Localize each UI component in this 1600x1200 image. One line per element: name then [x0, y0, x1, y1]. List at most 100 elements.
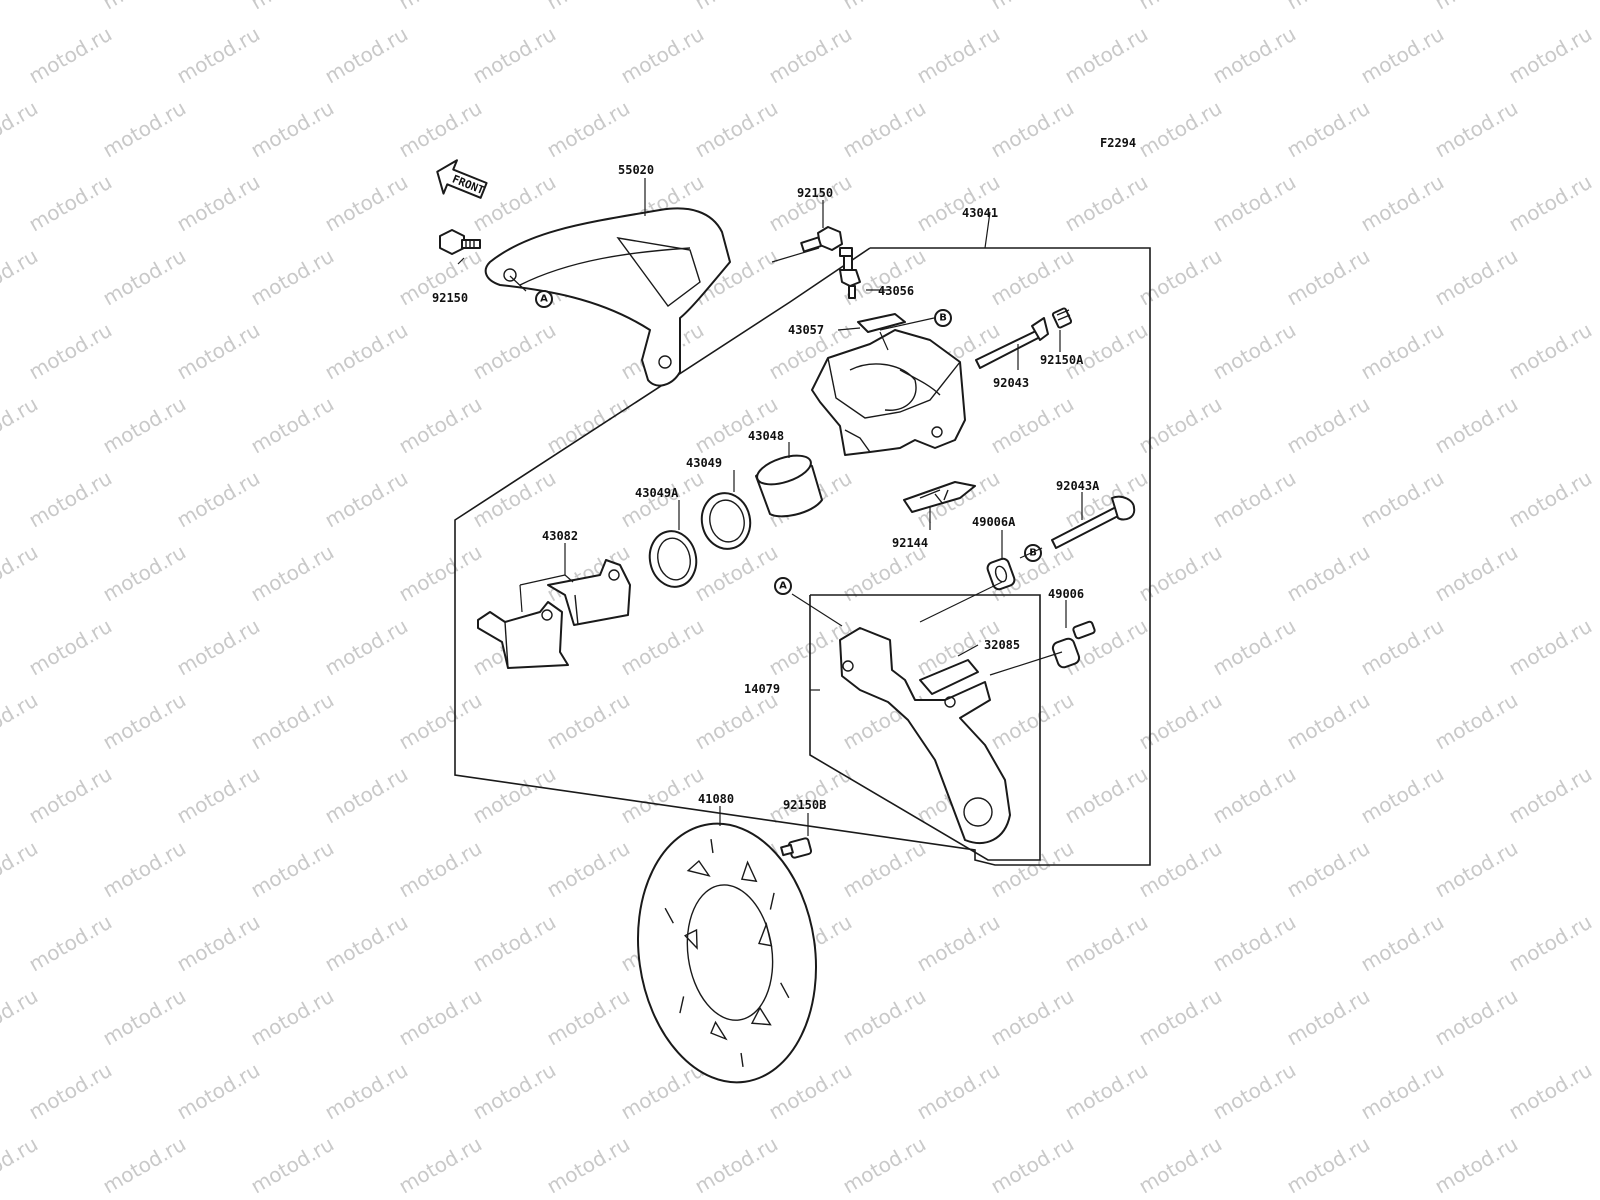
watermark-text: motod.ru	[173, 22, 264, 89]
watermark-text: motod.ru	[1283, 96, 1374, 163]
watermark-text: motod.ru	[1061, 762, 1152, 829]
watermark-text: motod.ru	[469, 762, 560, 829]
label-43057: 43057	[788, 323, 824, 337]
watermark-text: motod.ru	[1431, 984, 1522, 1051]
watermark-text: motod.ru	[25, 614, 116, 681]
watermark-text: motod.ru	[1505, 466, 1596, 533]
label-43049A: 43049A	[635, 486, 679, 500]
watermark-text: motod.ru	[173, 1058, 264, 1125]
watermark-text: motod.ru	[1357, 170, 1448, 237]
watermark-text: motod.ru	[1283, 392, 1374, 459]
watermark-text: motod.ru	[99, 0, 190, 14]
watermark-text: motod.ru	[1431, 244, 1522, 311]
watermark-text: motod.ru	[173, 614, 264, 681]
watermark-text: motod.ru	[1283, 688, 1374, 755]
watermark-text: motod.ru	[1431, 540, 1522, 607]
watermark-text: motod.ru	[99, 984, 190, 1051]
watermark-text: motod.ru	[1357, 318, 1448, 385]
watermark-text: motod.ru	[987, 688, 1078, 755]
label-41080: 41080	[698, 792, 734, 806]
watermark-text: motod.ru	[543, 0, 634, 14]
watermark-text: motod.ru	[543, 96, 634, 163]
watermark-text: motod.ru	[543, 984, 634, 1051]
watermark-text: motod.ru	[839, 836, 930, 903]
watermark-text: motod.ru	[913, 910, 1004, 977]
watermark-text: motod.ru	[1209, 22, 1300, 89]
watermark-text: motod.ru	[765, 22, 856, 89]
watermark-text: motod.ru	[321, 614, 412, 681]
watermark-text: motod.ru	[1283, 540, 1374, 607]
watermark-text: motod.ru	[1283, 0, 1374, 14]
front-arrow-icon: FRONT	[436, 159, 488, 199]
watermark-text: motod.ru	[321, 910, 412, 977]
watermark-text: motod.ru	[1209, 170, 1300, 237]
label-43041: 43041	[962, 206, 998, 220]
watermark-text: motod.ru	[691, 688, 782, 755]
watermark-text: motod.ru	[1135, 688, 1226, 755]
watermark-text: motod.ru	[395, 392, 486, 459]
watermark-text: motod.ru	[543, 688, 634, 755]
pad-retainer-32085	[919, 659, 979, 695]
label-55020: 55020	[618, 163, 654, 177]
ref-circle-b-top: B	[934, 309, 952, 327]
label-43049: 43049	[686, 456, 722, 470]
watermark-text: motod.ru	[0, 688, 42, 755]
watermark-text: motod.ru	[839, 984, 930, 1051]
watermark-text: motod.ru	[987, 984, 1078, 1051]
watermark-text: motod.ru	[765, 170, 856, 237]
watermark-text: motod.ru	[25, 1058, 116, 1125]
watermark-text: motod.ru	[1357, 910, 1448, 977]
watermark-text: motod.ru	[173, 762, 264, 829]
watermark-text: motod.ru	[1505, 910, 1596, 977]
watermark-text: motod.ru	[1357, 1058, 1448, 1125]
watermark-text: motod.ru	[1505, 614, 1596, 681]
watermark-text: motod.ru	[395, 984, 486, 1051]
watermark-text: motod.ru	[617, 22, 708, 89]
watermark-text: motod.ru	[1135, 1132, 1226, 1199]
watermark-text: motod.ru	[1505, 762, 1596, 829]
watermark-text: motod.ru	[1283, 244, 1374, 311]
watermark-text: motod.ru	[617, 614, 708, 681]
watermark-text: motod.ru	[617, 762, 708, 829]
watermark-text: motod.ru	[1431, 96, 1522, 163]
part-labels: F2294 55020 92150 43041 92150 43056 4305…	[432, 136, 1136, 812]
watermark-text: motod.ru	[1135, 244, 1226, 311]
label-14079: 14079	[744, 682, 780, 696]
label-49006: 49006	[1048, 587, 1084, 601]
watermark-text: motod.ru	[469, 910, 560, 977]
watermark-text: motod.ru	[765, 762, 856, 829]
bracket-subassembly-frame	[809, 594, 1041, 861]
watermark-text: motod.ru	[0, 96, 42, 163]
boot-49006A	[986, 557, 1016, 591]
watermark-text: motod.ru	[1431, 836, 1522, 903]
watermark-text: motod.ru	[0, 540, 42, 607]
brake-disc-41080	[636, 822, 818, 1084]
label-49006A: 49006A	[972, 515, 1016, 529]
piston-43048	[755, 454, 823, 518]
watermark-text: motod.ru	[765, 1058, 856, 1125]
watermark-text: motod.ru	[691, 1132, 782, 1199]
watermark-text: motod.ru	[1431, 392, 1522, 459]
watermark-text: motod.ru	[0, 392, 42, 459]
watermark-text: motod.ru	[1135, 836, 1226, 903]
watermark-text: motod.ru	[1135, 0, 1226, 14]
watermark-text: motod.ru	[247, 244, 338, 311]
seal-43049A	[648, 530, 698, 588]
watermark-text: motod.ru	[99, 540, 190, 607]
bleeder-valve-43056	[839, 247, 861, 299]
watermark-text: motod.ru	[691, 96, 782, 163]
svg-text:B: B	[939, 313, 947, 324]
label-92043: 92043	[993, 376, 1029, 390]
watermark-text: motod.ru	[839, 0, 930, 14]
leader-lines	[457, 178, 1083, 836]
watermark-text: motod.ru	[1357, 614, 1448, 681]
watermark-text: motod.ru	[691, 540, 782, 607]
svg-text:A: A	[779, 581, 787, 592]
watermark-text: motod.ru	[99, 392, 190, 459]
watermark-text: motod.ru	[913, 1058, 1004, 1125]
watermark-text: motod.ru	[1209, 762, 1300, 829]
label-92150-left: 92150	[432, 291, 468, 305]
watermark-text: motod.ru	[1061, 1058, 1152, 1125]
label-32085: 32085	[984, 638, 1020, 652]
